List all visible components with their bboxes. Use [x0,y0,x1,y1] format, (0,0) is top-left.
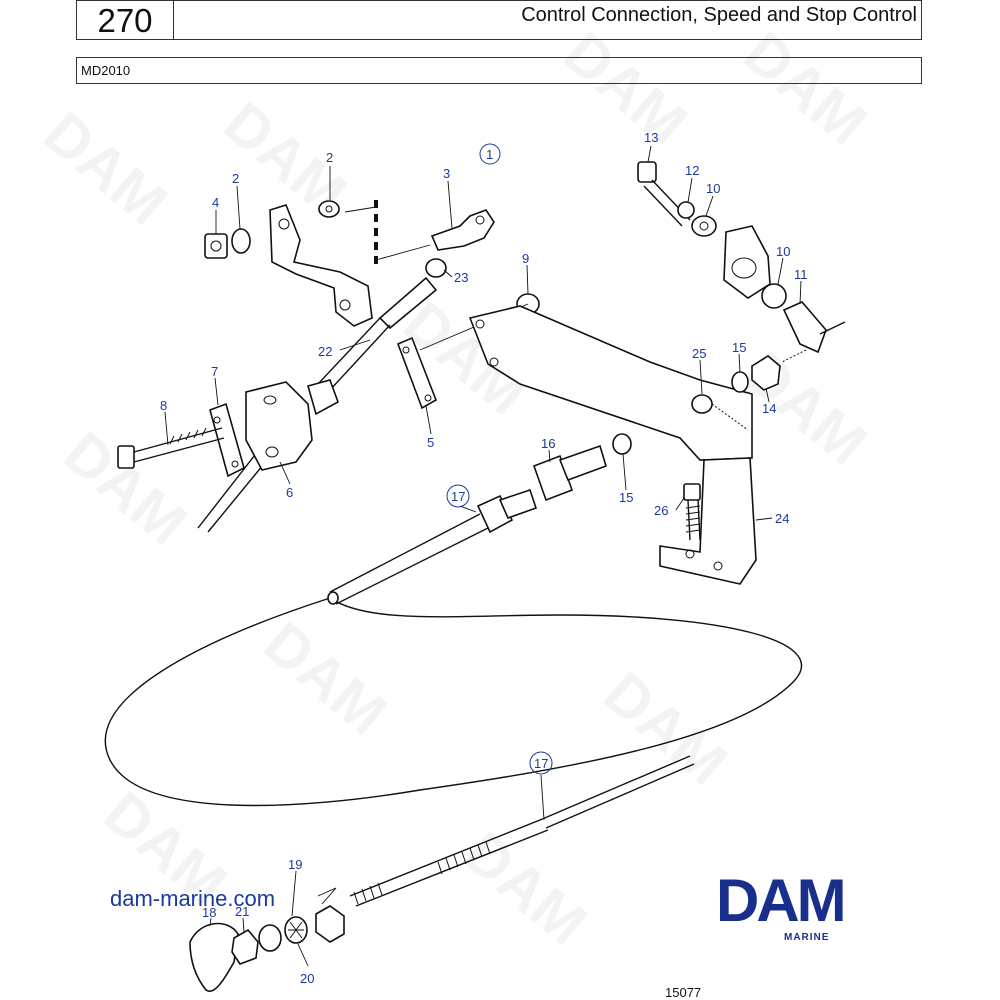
callout-20: 20 [300,971,314,986]
callout-15: 15 [619,490,633,505]
washer-19 [258,924,282,952]
washer-2 [231,228,251,254]
watermark: DAM [732,339,880,478]
callout-23: 23 [454,270,468,285]
callout-2: 2 [326,150,333,165]
callout-7: 7 [211,364,218,379]
callout-11: 11 [794,267,808,282]
cable-ferrule [307,379,339,416]
bolt-26-head [683,483,701,501]
plate-7 [209,402,245,478]
bolt-8-head [117,445,135,469]
bolt-13-head [637,161,657,183]
figure-number: 15077 [665,985,702,1000]
washer-15a [731,371,749,393]
callout-1: 1 [486,147,493,162]
watermark: DAM [252,609,400,748]
callout-3: 3 [443,166,450,181]
callout-13: 13 [644,130,658,145]
nut-21 [231,928,259,965]
hole-25 [691,394,713,414]
bolt-8-shank [133,427,225,463]
bracket-24 [659,457,757,585]
watermark: DAM [552,19,700,158]
callout-19: 19 [288,857,302,872]
end-11 [782,301,827,354]
callout-16: 16 [541,436,555,451]
bracket-hole [339,299,351,311]
callout-18: 18 [202,905,216,920]
callout-22: 22 [318,344,332,359]
cable-end-3 [430,209,495,251]
mounting-plate [468,305,753,461]
brand-logo: DAM [716,867,847,934]
callout-25: 25 [692,346,706,361]
callout-ring [446,484,470,508]
section-number: 270 [77,1,174,39]
clamp-block-6 [245,381,313,471]
callout-15: 15 [732,340,746,355]
website-link[interactable]: dam-marine.com [110,886,276,911]
callout-17: 17 [534,756,548,771]
control-cable-loop [104,597,803,807]
washer-2b [318,200,340,218]
callout-21: 21 [235,904,249,919]
leader-lines [164,145,802,967]
callout-14: 14 [762,401,776,416]
callout-12: 12 [685,163,699,178]
washer-10a [691,215,717,237]
nut-23 [425,258,447,278]
nut-14 [751,355,781,391]
callout-10: 10 [706,181,720,196]
callout-9: 9 [522,251,529,266]
callout-labels: 1 2 2 3 4 5 6 7 8 9 10 10 11 12 13 14 15… [160,130,808,986]
washer-10b [761,283,787,309]
model-label: MD2010 [76,57,922,84]
callout-10: 10 [776,244,790,259]
bracket-hole [278,218,290,230]
washer-15b [612,433,632,455]
watermark: DAM [32,99,180,238]
watermark: DAM [732,19,880,158]
brand-logo-subtext: MARINE [784,932,830,943]
callout-24: 24 [775,511,789,526]
ball-joint [723,225,771,299]
header-bar: 270 Control Connection, Speed and Stop C… [76,0,922,40]
knob-18 [189,922,239,993]
callout-2: 2 [232,171,239,186]
page-title: Control Connection, Speed and Stop Contr… [521,4,917,26]
callout-ring [529,751,553,775]
callout-6: 6 [286,485,293,500]
callout-4: 4 [212,195,219,210]
washer-12 [677,201,695,219]
callout-ring [479,143,501,165]
cable-17-lower [539,755,695,829]
nut-4 [204,233,228,259]
link-5 [396,336,437,410]
callout-17: 17 [451,489,465,504]
callout-26: 26 [654,503,668,518]
nut-lower [315,905,345,943]
lever-bracket [269,204,373,327]
callout-5: 5 [427,435,434,450]
threaded-end [378,276,438,330]
callout-8: 8 [160,398,167,413]
